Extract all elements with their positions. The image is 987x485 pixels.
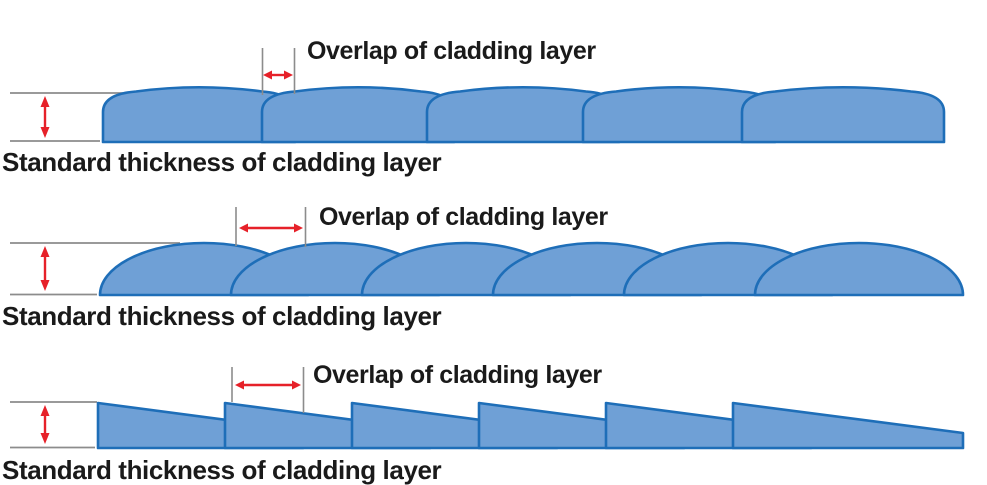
row2-thickness-arrow (40, 246, 50, 291)
row2-overlap-label: Overlap of cladding layer (319, 203, 608, 231)
bead-shape (740, 85, 946, 144)
row1-thickness-label: Standard thickness of cladding layer (2, 147, 442, 177)
row3-thickness-arrow (40, 405, 50, 444)
row1-group (10, 48, 946, 144)
row1-thickness-arrow (40, 96, 50, 138)
row2-overlap-arrow (235, 207, 307, 247)
bead-shape (731, 401, 965, 450)
bead-shape (753, 241, 965, 297)
row3-overlap-arrow (231, 367, 305, 413)
row2-thickness-label: Standard thickness of cladding layer (2, 301, 442, 331)
row3-group (10, 367, 965, 450)
row1-overlap-label: Overlap of cladding layer (307, 37, 596, 65)
row1-overlap-arrow (261, 48, 296, 95)
row3-thickness-label: Standard thickness of cladding layer (2, 455, 442, 485)
row2-group (10, 207, 965, 297)
row3-overlap-label: Overlap of cladding layer (313, 361, 602, 389)
bead-shape (260, 85, 456, 144)
